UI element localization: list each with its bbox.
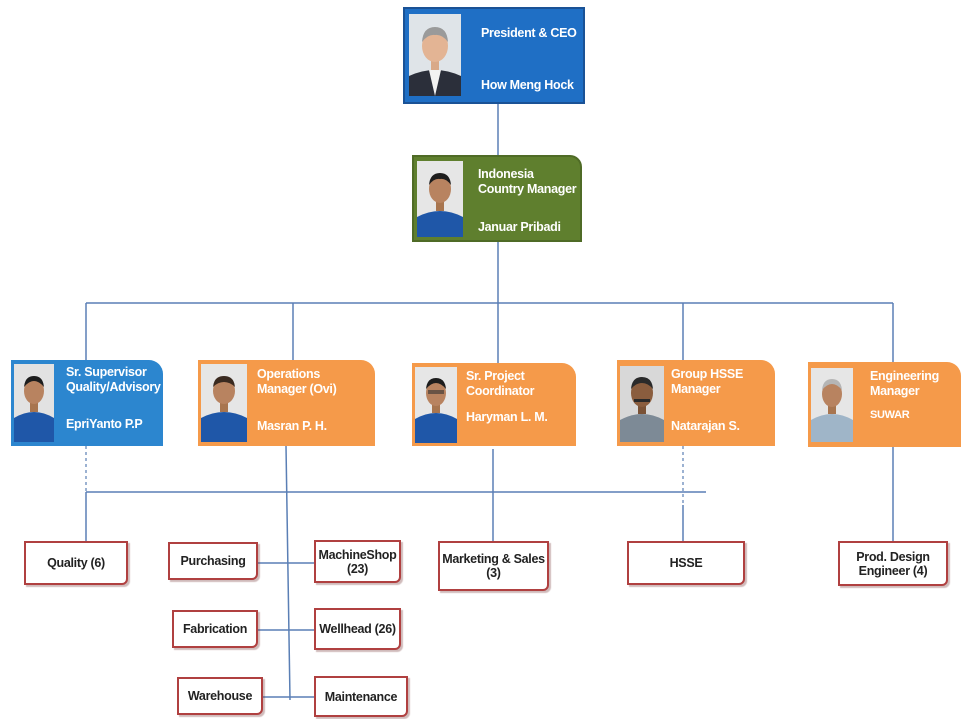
manager-photo [201, 364, 247, 442]
ceo-title: President & CEO [481, 26, 577, 40]
ceo-card: President & CEO How Meng Hock [403, 7, 585, 104]
manager-title: Operations Manager (Ovi) [257, 367, 337, 396]
manager-photo [415, 367, 457, 443]
person-photo-icon [415, 367, 457, 443]
person-photo-icon [620, 366, 664, 442]
manager-photo [620, 366, 664, 442]
manager-title: Group HSSE Manager [671, 367, 744, 396]
manager-card-engineering: Engineering Manager SUWAR [808, 362, 961, 447]
person-photo-icon [14, 364, 54, 442]
manager-title: Sr. Supervisor Quality/Advisory [66, 365, 161, 394]
dept-wellhead: Wellhead (26) [314, 608, 401, 650]
dept-purchasing: Purchasing [168, 542, 258, 580]
person-photo-icon [811, 368, 853, 442]
country-manager-title: Indonesia Country Manager [478, 167, 577, 196]
manager-title: Sr. Project Coordinator [466, 369, 535, 398]
dept-maintenance: Maintenance [314, 676, 408, 717]
manager-title: Engineering Manager [870, 369, 939, 398]
manager-card-quality: Sr. Supervisor Quality/Advisory EpriYant… [11, 360, 163, 446]
manager-name: Masran P. H. [257, 419, 327, 433]
manager-card-hsse: Group HSSE Manager Natarajan S. [617, 360, 775, 446]
manager-name: SUWAR [870, 409, 910, 421]
country-manager-card: Indonesia Country Manager Januar Pribadi [412, 155, 582, 242]
manager-photo [811, 368, 853, 442]
manager-name: Haryman L. M. [466, 410, 548, 424]
manager-photo [14, 364, 54, 442]
dept-hsse: HSSE [627, 541, 745, 585]
ceo-name: How Meng Hock [481, 78, 574, 92]
person-photo-icon [417, 161, 463, 237]
dept-machineshop: MachineShop (23) [314, 540, 401, 583]
person-photo-icon [201, 364, 247, 442]
dept-warehouse: Warehouse [177, 677, 263, 715]
manager-name: EpriYanto P.P [66, 417, 143, 431]
country-manager-name: Januar Pribadi [478, 220, 561, 234]
ceo-photo [409, 14, 461, 96]
manager-name: Natarajan S. [671, 419, 740, 433]
manager-card-project: Sr. Project Coordinator Haryman L. M. [412, 363, 576, 446]
dept-fabrication: Fabrication [172, 610, 258, 648]
person-photo-icon [409, 14, 461, 96]
dept-marketing-sales: Marketing & Sales (3) [438, 541, 549, 591]
country-manager-photo [417, 161, 463, 237]
dept-quality: Quality (6) [24, 541, 128, 585]
manager-card-operations: Operations Manager (Ovi) Masran P. H. [198, 360, 375, 446]
dept-prod-design: Prod. Design Engineer (4) [838, 541, 948, 586]
